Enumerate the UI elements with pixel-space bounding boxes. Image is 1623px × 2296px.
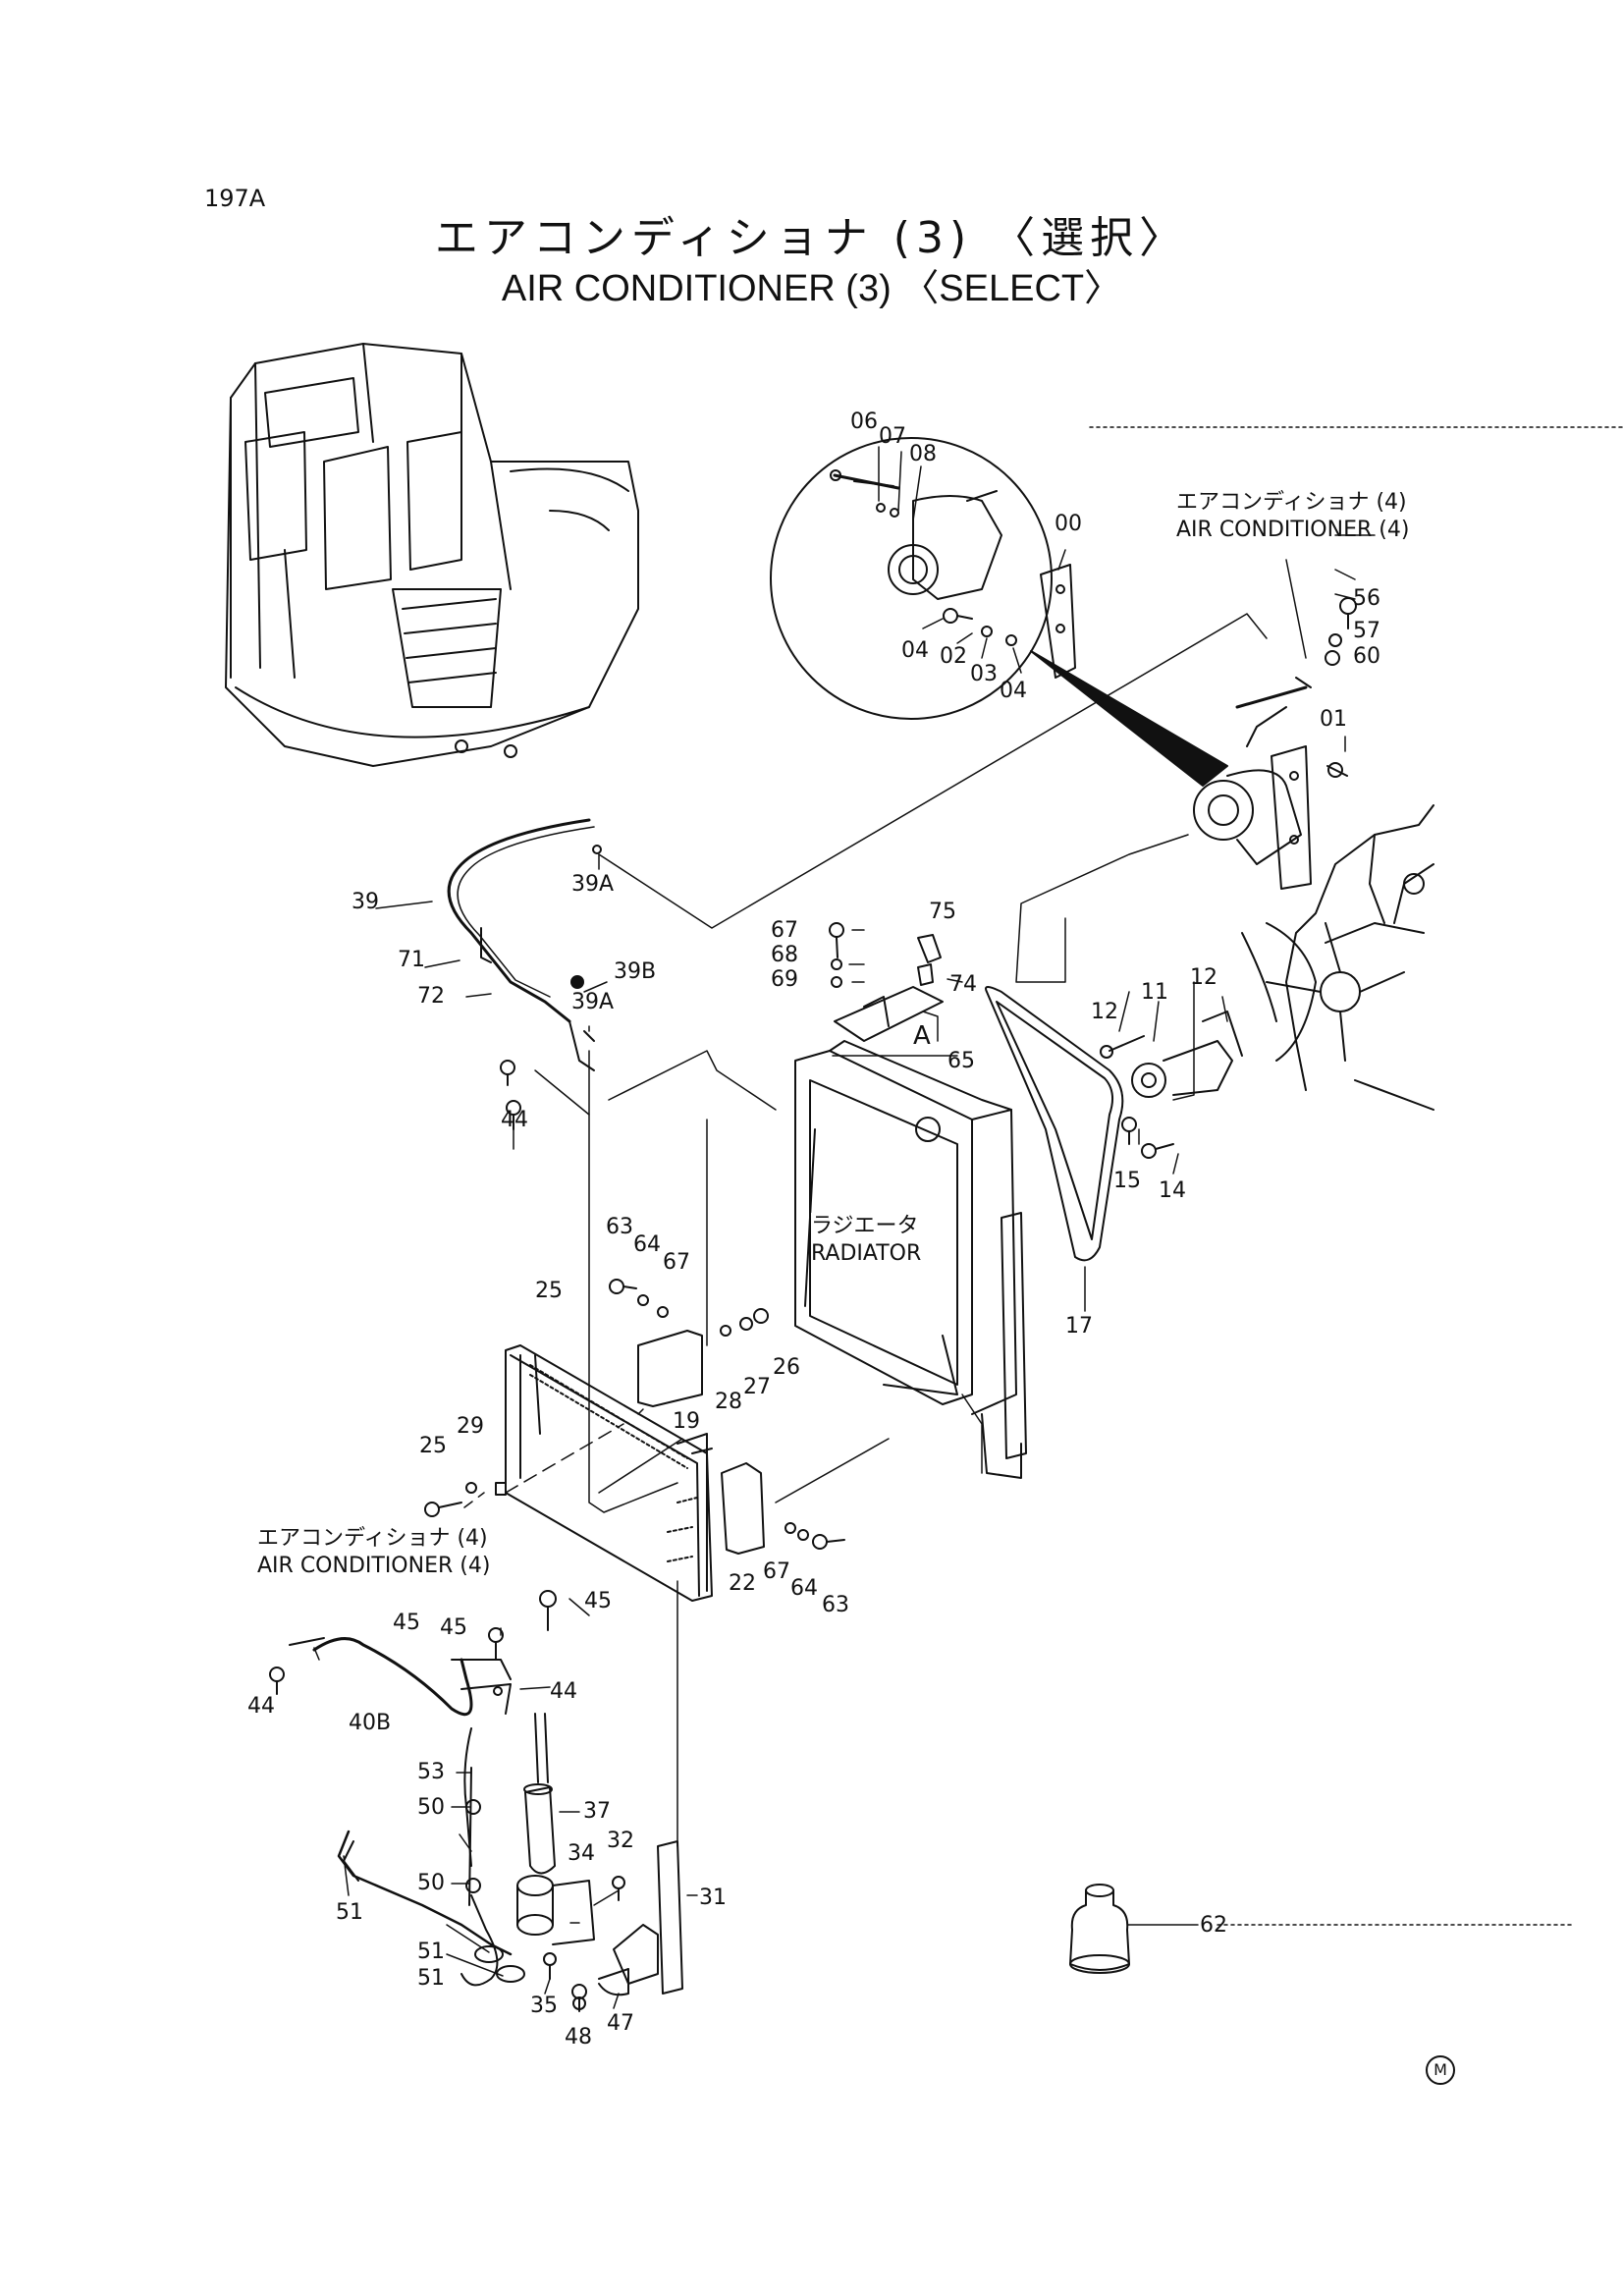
part-label: 40B — [349, 1711, 392, 1735]
drier-bracket — [516, 1840, 683, 2010]
part-label: 44 — [550, 1679, 577, 1704]
part-label: 45 — [440, 1615, 467, 1640]
part-label: 63 — [822, 1593, 849, 1617]
part-label: 47 — [607, 2011, 634, 2036]
part-label: 07 — [879, 424, 906, 449]
part-label: 31 — [699, 1886, 727, 1910]
part-label: 56 — [1353, 586, 1380, 611]
radiator-en-label: RADIATOR — [811, 1241, 922, 1266]
part-label: 68 — [771, 943, 798, 967]
radiator-jp-label: ラジエータ — [811, 1214, 919, 1238]
part-label: 28 — [715, 1390, 742, 1414]
part-label: 12 — [1091, 1000, 1118, 1024]
engine-illustration — [1241, 804, 1434, 1111]
part-label: 25 — [535, 1279, 563, 1303]
part-label: 01 — [1320, 707, 1347, 732]
ref-en-label: AIR CONDITIONER (4) — [257, 1554, 491, 1578]
part-label: 69 — [771, 967, 798, 992]
part-label: 50 — [417, 1871, 445, 1895]
title-english: AIR CONDITIONER (3) 〈SELECT〉 — [501, 268, 1122, 309]
part-label: 34 — [568, 1841, 595, 1866]
bracket-19 — [637, 1330, 703, 1407]
part-label: 67 — [663, 1250, 690, 1275]
part-label: 32 — [607, 1829, 634, 1853]
part-label: 39 — [352, 890, 379, 914]
part-label: 39B — [614, 959, 657, 984]
part-60-bushing — [1069, 1884, 1130, 1974]
detail-a-label: A — [913, 1021, 931, 1051]
ref-en-label: AIR CONDITIONER (4) — [1176, 518, 1410, 542]
part-label: 11 — [1141, 980, 1168, 1005]
part-label: 04 — [1000, 679, 1027, 703]
part-label: 06 — [850, 410, 878, 434]
part-label: 48 — [565, 2025, 592, 2050]
refrigerant-hoses — [289, 818, 602, 1717]
part-label: 64 — [633, 1232, 661, 1257]
part-label: 45 — [393, 1611, 420, 1635]
part-label: 02 — [940, 644, 967, 669]
part-label: 22 — [729, 1571, 756, 1596]
part-label: 08 — [909, 442, 937, 466]
part-label: 51 — [417, 1966, 445, 1991]
part-label: 19 — [673, 1409, 700, 1434]
part-label: 60 — [1353, 644, 1380, 669]
radiator-label: ラジエータ RADIATOR — [811, 1213, 922, 1268]
bracket-22 — [721, 1462, 765, 1555]
drive-belt — [985, 986, 1124, 1262]
part-label: 51 — [336, 1900, 363, 1925]
part-label: 62 — [1200, 1913, 1227, 1938]
part-label: 75 — [929, 900, 956, 924]
ref-jp-label: エアコンディショナ (4) — [257, 1526, 488, 1551]
part-label: 44 — [501, 1108, 528, 1132]
part-label: 67 — [763, 1559, 790, 1584]
compressor-assembly — [1193, 597, 1357, 890]
bracket-65 — [829, 922, 944, 1042]
ref-air-conditioner-4-left: エアコンディショナ (4) AIR CONDITIONER (4) — [257, 1525, 490, 1580]
part-label: 37 — [583, 1799, 611, 1824]
m-mark: M — [1426, 2055, 1455, 2085]
part-label: 45 — [584, 1589, 612, 1613]
hardware-items — [269, 1060, 845, 2012]
part-label: 74 — [949, 972, 977, 997]
excavator-cab-illustration — [225, 343, 639, 767]
tensioner-pulley — [1100, 1011, 1243, 1159]
ref-air-conditioner-4-top: エアコンディショナ (4) AIR CONDITIONER (4) — [1176, 489, 1409, 544]
receiver-drier — [463, 1713, 556, 1875]
part-label: 44 — [247, 1694, 275, 1719]
condenser-illustration — [495, 1344, 713, 1602]
part-label: 03 — [970, 662, 998, 686]
part-label: 14 — [1159, 1178, 1186, 1203]
part-label: 64 — [790, 1576, 818, 1601]
part-label: 72 — [417, 984, 445, 1009]
leader-lines — [313, 426, 1623, 2009]
part-label: 17 — [1065, 1314, 1093, 1339]
part-label: 00 — [1055, 512, 1082, 536]
ref-jp-label: エアコンディショナ (4) — [1176, 490, 1407, 515]
part-label: 50 — [417, 1795, 445, 1820]
part-label: 71 — [398, 948, 425, 972]
part-label: 29 — [457, 1414, 484, 1439]
part-label: 65 — [947, 1049, 975, 1073]
part-label: 39A — [571, 872, 615, 897]
part-label: 27 — [743, 1375, 771, 1399]
page-number: 197A — [204, 185, 266, 212]
radiator-illustration — [794, 1040, 1027, 1479]
compressor-detail-bubble — [770, 437, 1228, 787]
part-label: 67 — [771, 918, 798, 943]
title-japanese: エアコンディショナ (3) 〈選択〉 — [434, 213, 1189, 263]
part-label: 04 — [901, 638, 929, 663]
part-label: 53 — [417, 1760, 445, 1784]
part-label: 57 — [1353, 619, 1380, 643]
part-label: 63 — [606, 1215, 633, 1239]
part-label: 35 — [530, 1994, 558, 2018]
part-label: 15 — [1113, 1169, 1141, 1193]
part-label: 39A — [571, 990, 615, 1014]
part-label: 12 — [1190, 965, 1217, 990]
part-label: 51 — [417, 1940, 445, 1964]
part-label: 26 — [773, 1355, 800, 1380]
part-label: 25 — [419, 1434, 447, 1458]
